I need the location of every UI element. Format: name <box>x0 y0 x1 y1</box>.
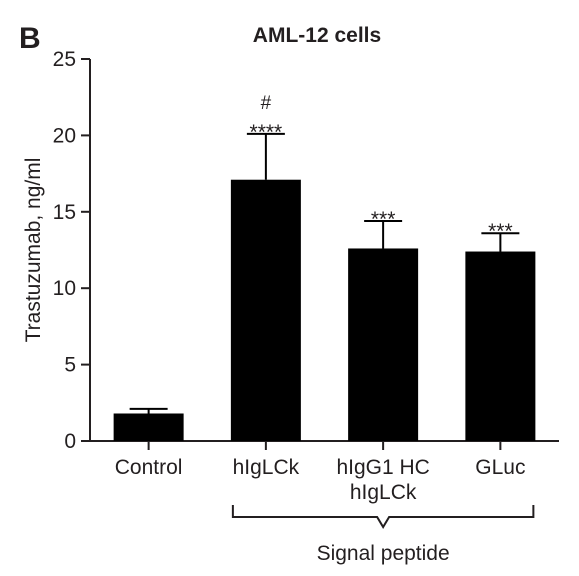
y-tick-label: 15 <box>53 201 76 224</box>
panel-label: B <box>19 22 41 55</box>
x-tick-label: Control <box>115 456 183 479</box>
y-axis-label: Trastuzumab, ng/ml <box>22 158 45 343</box>
group-bracket-label: Signal peptide <box>317 542 450 565</box>
x-tick-label: hIgLCk <box>350 481 417 504</box>
significance-label: *** <box>371 208 396 231</box>
bar <box>230 179 301 441</box>
x-tick-label: GLuc <box>475 456 525 479</box>
bar <box>113 413 184 441</box>
x-tick-label: hIgLCk <box>233 456 300 479</box>
y-tick-label: 25 <box>53 48 76 71</box>
significance-label: *** <box>488 220 513 243</box>
bar <box>348 248 419 441</box>
y-tick-label: 20 <box>53 124 76 147</box>
y-tick-label: 10 <box>53 277 76 300</box>
y-tick-label: 0 <box>64 430 76 453</box>
y-tick-label: 5 <box>64 354 76 377</box>
significance-label: # <box>261 93 272 114</box>
chart-title: AML-12 cells <box>253 24 381 47</box>
x-tick-label: hIgG1 HC <box>336 456 429 479</box>
bar <box>465 251 536 441</box>
group-bracket <box>231 505 535 529</box>
significance-label: **** <box>250 121 283 144</box>
